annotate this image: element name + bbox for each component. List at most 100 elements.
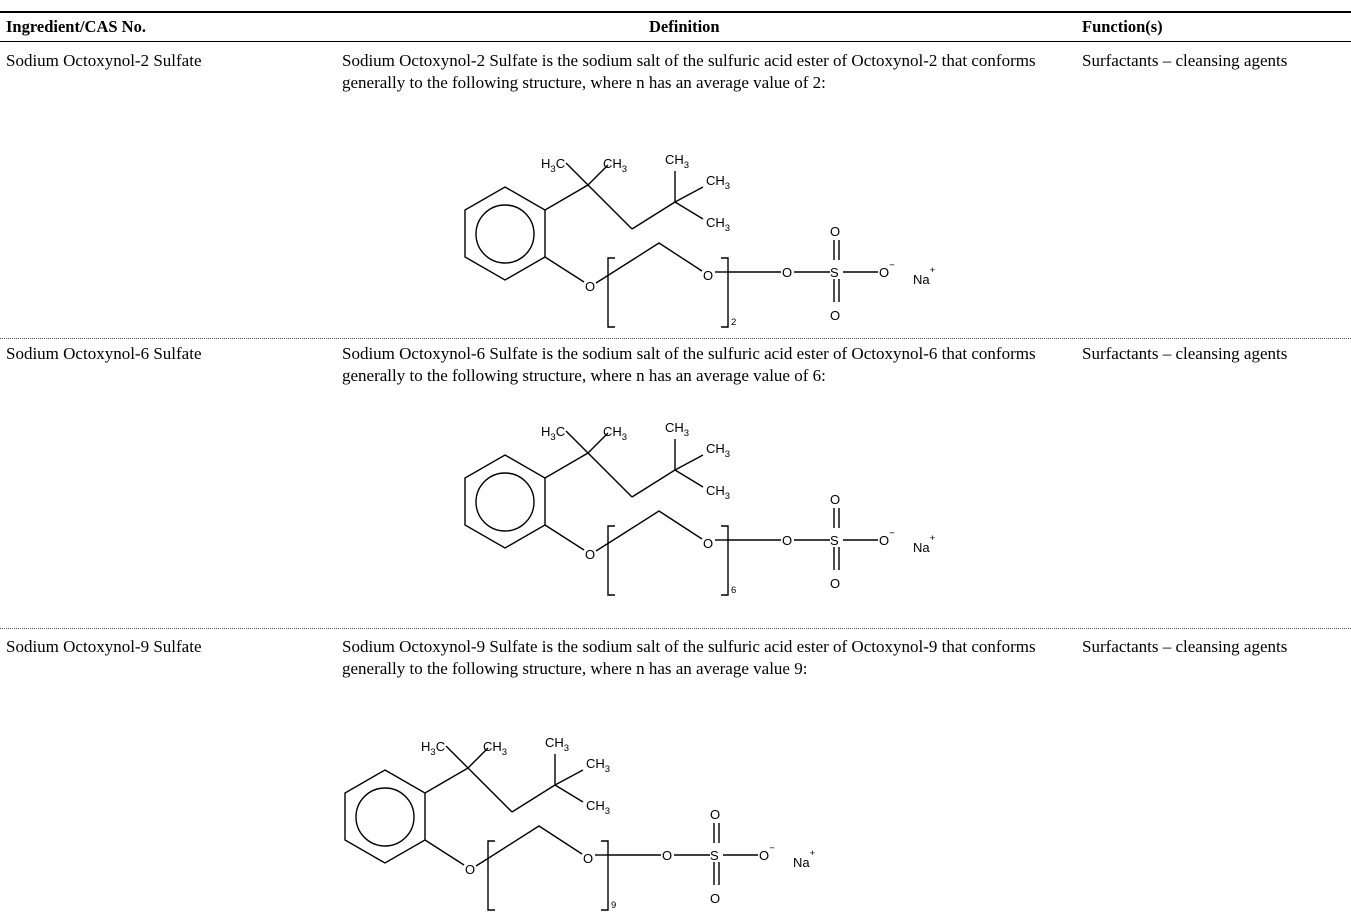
bond-c1-h3c [445,745,469,769]
sulfur-label: S [830,533,839,548]
h3c-label: H3C [421,739,445,758]
bond-c2-ch3-bottom [554,784,584,803]
bond-c2-ch3-right [674,454,704,471]
repeat-count-label: 2 [731,317,736,328]
bond-c1-ch3 [467,747,489,769]
sulfonyl-oxygen-bottom-label: O [710,891,720,906]
header-rule [0,41,1351,42]
repeat-bracket-left [487,840,495,911]
ch3-label-4: CH3 [706,215,730,234]
bond-c1-ch3 [587,164,609,186]
sulfate-oxygen-label: O [782,533,792,548]
sulfonyl-oxygen-bottom-label: O [830,576,840,591]
chain-oxygen-label: O [583,851,593,866]
bond-c1-h3c [565,162,589,186]
ch3-label-1: CH3 [603,424,627,443]
h3c-label: H3C [541,424,565,443]
benzene-ring [344,769,426,864]
oxide-anion-label: O− [759,843,775,863]
bond-c2-ch3-bottom [674,201,704,220]
bond-c2-ch3-right [674,186,704,203]
row1-ingredient: Sodium Octoxynol-2 Sulfate [6,51,202,70]
chain-oxygen-label: O [703,268,713,283]
bond-c2-ch3-right [554,769,584,786]
repeat-count-label: 9 [611,900,616,911]
benzene-ring [464,186,546,281]
bond-ch2-c2 [511,784,556,813]
bond-o-bracket [595,270,616,284]
ethoxy-chain [494,825,583,855]
sodium-cation-label: Na+ [913,265,936,287]
ch3-label-1: CH3 [483,739,507,758]
row3-function: Surfactants – cleansing agents [1082,637,1288,656]
repeat-bracket-right [721,257,729,328]
row3-definition: Sodium Octoxynol-9 Sulfate is the sodium… [342,637,1036,678]
repeat-count-label: 6 [731,585,736,596]
ether-oxygen-label: O [585,547,595,562]
bond-o-bracket [475,853,496,867]
bond-o-bracket [595,538,616,552]
ch3-label-2: CH3 [665,152,689,171]
ethoxy-chain [614,510,703,540]
row1-divider [0,338,1351,339]
ch3-label-3: CH3 [706,441,730,460]
sulfonyl-oxygen-top-label: O [830,492,840,507]
repeat-bracket-right [721,525,729,596]
header-ingredient: Ingredient/CAS No. [6,17,146,36]
row2-divider [0,628,1351,629]
bond-ring-c1 [424,767,469,794]
repeat-bracket-left [607,525,615,596]
header-definition: Definition [649,17,720,36]
h3c-label: H3C [541,156,565,175]
aromatic-circle [355,787,415,847]
bond-ring-o [544,256,585,283]
sulfonyl-oxygen-bottom-label: O [830,308,840,323]
ether-oxygen-label: O [585,279,595,294]
oxide-anion-label: O− [879,260,895,280]
oxide-anion-label: O− [879,528,895,548]
bond-c1-h3c [565,430,589,454]
repeat-bracket-right [601,840,609,911]
bond-c1-ch3 [587,432,609,454]
ch3-label-3: CH3 [586,756,610,775]
ch3-label-2: CH3 [665,420,689,439]
bond-ring-c1 [544,184,589,211]
bond-ring-c1 [544,452,589,479]
chain-oxygen-label: O [703,536,713,551]
table-top-rule [0,11,1351,13]
ethoxy-chain [614,242,703,272]
ch3-label-4: CH3 [586,798,610,817]
row2-definition: Sodium Octoxynol-6 Sulfate is the sodium… [342,344,1036,385]
bond-ch2-c2 [631,201,676,230]
sodium-cation-label: Na+ [793,848,816,870]
sulfate-oxygen-label: O [662,848,672,863]
ch3-label-2: CH3 [545,735,569,754]
row1-function: Surfactants – cleansing agents [1082,51,1288,70]
row2-ingredient: Sodium Octoxynol-6 Sulfate [6,344,202,363]
benzene-ring [464,454,546,549]
ch3-label-4: CH3 [706,483,730,502]
ch3-label-3: CH3 [706,173,730,192]
bond-c2-ch3-bottom [674,469,704,488]
aromatic-circle [475,204,535,264]
ch3-label-1: CH3 [603,156,627,175]
bond-ring-o [544,524,585,551]
sulfonyl-oxygen-top-label: O [710,807,720,822]
sodium-cation-label: Na+ [913,533,936,555]
sulfur-label: S [710,848,719,863]
repeat-bracket-left [607,257,615,328]
sulfonyl-oxygen-top-label: O [830,224,840,239]
row1-definition: Sodium Octoxynol-2 Sulfate is the sodium… [342,51,1036,92]
ether-oxygen-label: O [465,862,475,877]
header-functions: Function(s) [1082,17,1163,36]
bond-c1-ch2 [587,452,633,498]
bond-ch2-c2 [631,469,676,498]
bond-c1-ch2 [467,767,513,813]
